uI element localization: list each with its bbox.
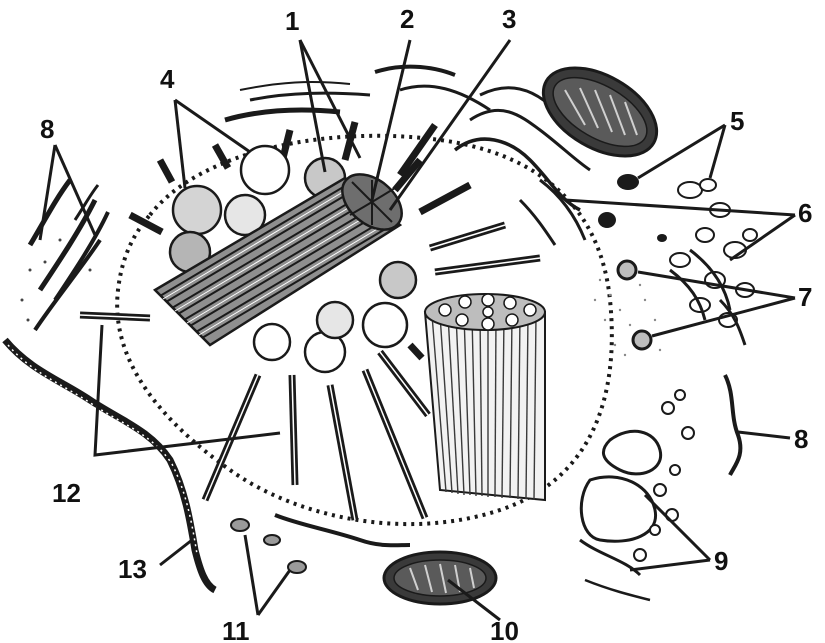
label-5: 5 [730, 106, 744, 136]
label-6: 6 [798, 198, 812, 228]
dark-granules [598, 174, 667, 242]
label-3: 3 [502, 4, 516, 34]
mitochondrion-upper [541, 66, 659, 158]
label-4: 4 [160, 64, 175, 94]
label-8-right: 8 [794, 424, 808, 454]
leader-lines [38, 39, 796, 622]
centriole-oblique [152, 173, 403, 347]
coated-vesicles [616, 259, 653, 351]
label-9: 9 [714, 546, 728, 576]
granular-region [593, 278, 662, 357]
er-fragment-right [723, 374, 743, 476]
centrosphere-dotted-boundary [115, 133, 614, 527]
er-dots-left [20, 238, 92, 322]
golgi-complex-upper [399, 84, 591, 246]
mitochondrion-lower [382, 550, 498, 606]
golgi-vesicles-upper [669, 181, 758, 328]
label-12: 12 [52, 478, 81, 508]
label-1: 1 [285, 6, 299, 36]
label-7: 7 [798, 282, 812, 312]
label-8-left: 8 [40, 114, 54, 144]
plasma-membrane [2, 337, 217, 594]
centriole-vertical [423, 293, 546, 502]
er-fragment-lower [274, 513, 411, 548]
label-11: 11 [222, 616, 250, 643]
label-10: 10 [490, 616, 519, 643]
number-labels: 1 2 3 4 5 6 7 8 8 9 10 11 12 13 [40, 4, 812, 643]
upper-membranes [224, 64, 456, 123]
golgi-tubules-right [669, 248, 747, 346]
vesicles-label5 [699, 178, 717, 192]
label-2: 2 [400, 4, 414, 34]
er-fragments-left [27, 178, 110, 332]
golgi-complex-lower [579, 429, 663, 602]
small-vesicles [230, 518, 307, 574]
label-13: 13 [118, 554, 147, 584]
